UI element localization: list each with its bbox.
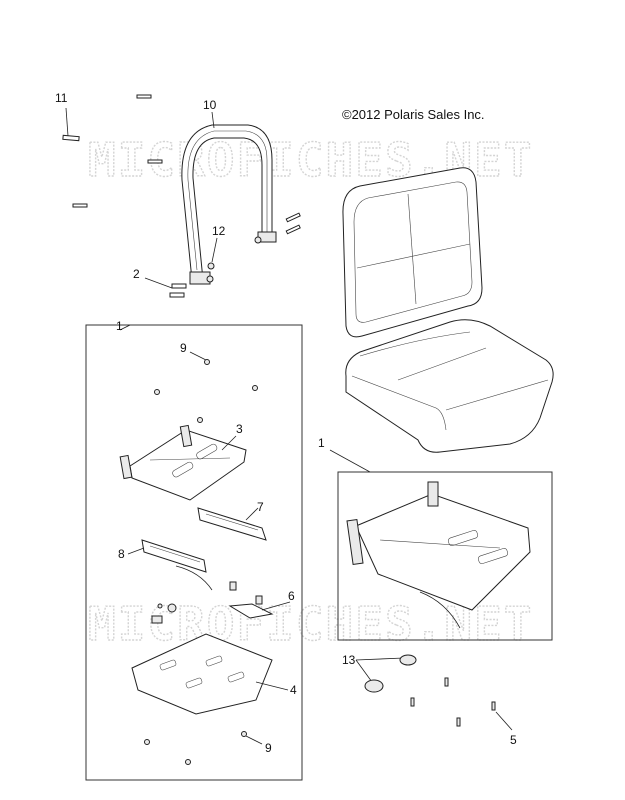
bolt-middle	[147, 159, 163, 164]
nut-9a	[204, 359, 210, 365]
knob-13-group	[355, 654, 417, 693]
parts-group-box-left	[85, 324, 303, 781]
screw-5a	[444, 677, 449, 687]
nut-12a	[207, 262, 215, 270]
bolt-lower	[72, 203, 88, 208]
nut-12-group	[206, 237, 218, 283]
knob-13b	[364, 679, 384, 693]
bolt-right-1	[285, 212, 301, 223]
callout-11: 11	[55, 91, 68, 105]
nut-9f	[241, 731, 247, 737]
bolt-upper	[136, 94, 152, 99]
slide-rail-7	[197, 507, 267, 541]
callout-9-top: 9	[180, 341, 187, 355]
bolt-2-group	[144, 277, 187, 298]
callout-1-right: 1	[318, 436, 325, 450]
callout-5: 5	[510, 733, 517, 747]
callout-12: 12	[212, 224, 226, 238]
nut-9b	[154, 389, 160, 395]
screw-5b	[410, 697, 415, 707]
callout-6: 6	[288, 589, 295, 603]
nut-12b	[206, 275, 214, 283]
nut-9d	[197, 417, 203, 423]
copyright-text: ©2012 Polaris Sales Inc.	[342, 107, 485, 122]
callout-1-left: 1	[116, 319, 123, 333]
base-plate-4	[131, 633, 289, 715]
nut-9c	[252, 385, 258, 391]
callout-9-bottom: 9	[265, 741, 272, 755]
nut-9-top-group	[154, 351, 258, 423]
callout-4: 4	[290, 683, 297, 697]
screw-5-group	[410, 677, 513, 731]
screw-5d	[491, 701, 496, 711]
seat-assembly	[346, 481, 531, 629]
callout-2: 2	[133, 267, 140, 281]
bolt-11	[62, 134, 80, 142]
spacer-plate-6	[228, 601, 291, 619]
bolt-right-2	[285, 224, 301, 235]
bolt-2a	[171, 283, 187, 289]
nut-right	[254, 236, 262, 244]
bolt-2b	[169, 292, 185, 298]
seat-back-cushion	[342, 167, 483, 338]
assembly-box-right	[337, 471, 553, 641]
bolt-11-group	[62, 94, 163, 208]
nut-9g	[185, 759, 191, 765]
seat-bracket-3	[119, 424, 247, 501]
hardware-cluster	[151, 581, 263, 624]
callout-10: 10	[203, 98, 217, 112]
knob-13a	[399, 654, 417, 666]
screw-5c	[456, 717, 461, 727]
slide-rail-8	[127, 539, 213, 591]
callout-3: 3	[236, 422, 243, 436]
callout-8: 8	[118, 547, 125, 561]
callout-7: 7	[257, 500, 264, 514]
seat-frame-10	[181, 111, 301, 285]
nut-9e	[144, 739, 150, 745]
seat-bottom-cushion	[345, 319, 554, 453]
nut-9-bottom-group	[144, 731, 263, 765]
callout-13: 13	[342, 653, 356, 667]
